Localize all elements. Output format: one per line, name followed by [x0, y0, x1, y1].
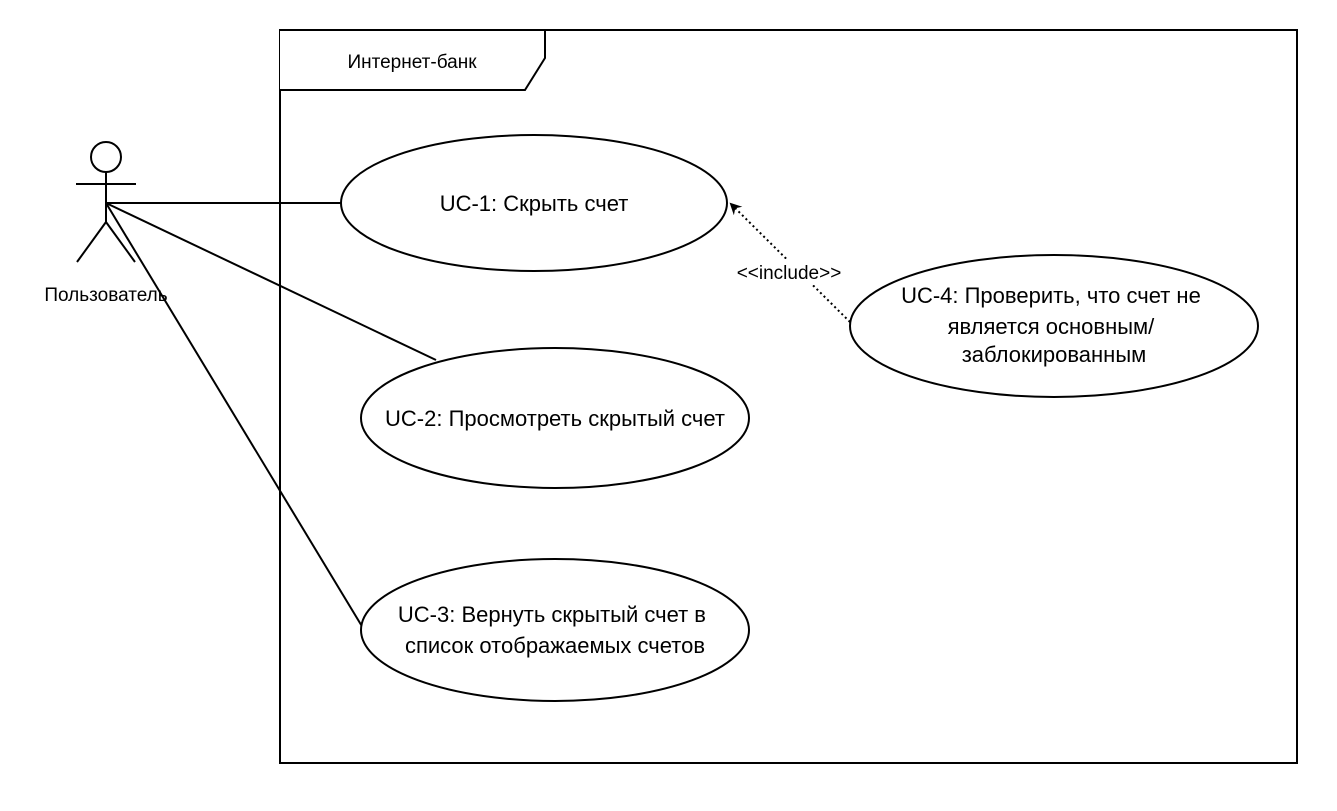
actor-label: Пользователь: [44, 285, 167, 306]
use-case-label-line: UC-1: Скрыть счет: [440, 191, 629, 216]
use-case-label-line: UC-4: Проверить, что счет не: [901, 283, 1201, 308]
use-case-uc4: UC-4: Проверить, что счет не является ос…: [849, 254, 1259, 398]
actor-left-leg: [76, 221, 107, 263]
use-case-ellipse: [340, 134, 728, 272]
use-case-uc2: UC-2: Просмотреть скрытый счет: [360, 347, 750, 489]
use-case-label-line: заблокированным: [962, 342, 1147, 367]
use-case-uc3: UC-3: Вернуть скрытый счет в список отоб…: [360, 558, 750, 702]
use-case-ellipse: [849, 254, 1259, 398]
use-case-label: UC-1: Скрыть счет: [440, 191, 629, 216]
association-uc2: [105, 202, 437, 361]
use-case-uc1: UC-1: Скрыть счет: [340, 134, 728, 272]
associations: [105, 202, 437, 629]
use-case-label-line: список отображаемых счетов: [405, 633, 705, 658]
use-case-label-line: UC-2: Просмотреть скрытый счет: [385, 406, 725, 431]
use-case-label-line: UC-3: Вернуть скрытый счет в: [398, 602, 706, 627]
include-label: <<include>>: [737, 263, 842, 284]
use-case-label-line: является основным/: [948, 314, 1156, 339]
actor-head: [90, 141, 122, 173]
actor-right-leg: [105, 221, 136, 263]
association-uc3: [105, 202, 364, 629]
include-label-background: [726, 259, 850, 285]
use-case-label: UC-2: Просмотреть скрытый счет: [385, 406, 725, 431]
actor-user: Пользователь: [44, 141, 168, 306]
use-case-ellipse: [360, 558, 750, 702]
include-relation: <<include>>: [726, 202, 851, 323]
system-title-tab: [280, 29, 546, 91]
use-case-label: UC-4: Проверить, что счет не является ос…: [901, 283, 1207, 367]
system-title: Интернет-банк: [347, 52, 477, 73]
use-case-ellipse: [360, 347, 750, 489]
use-case-label: UC-3: Вернуть скрытый счет в список отоб…: [398, 602, 712, 658]
